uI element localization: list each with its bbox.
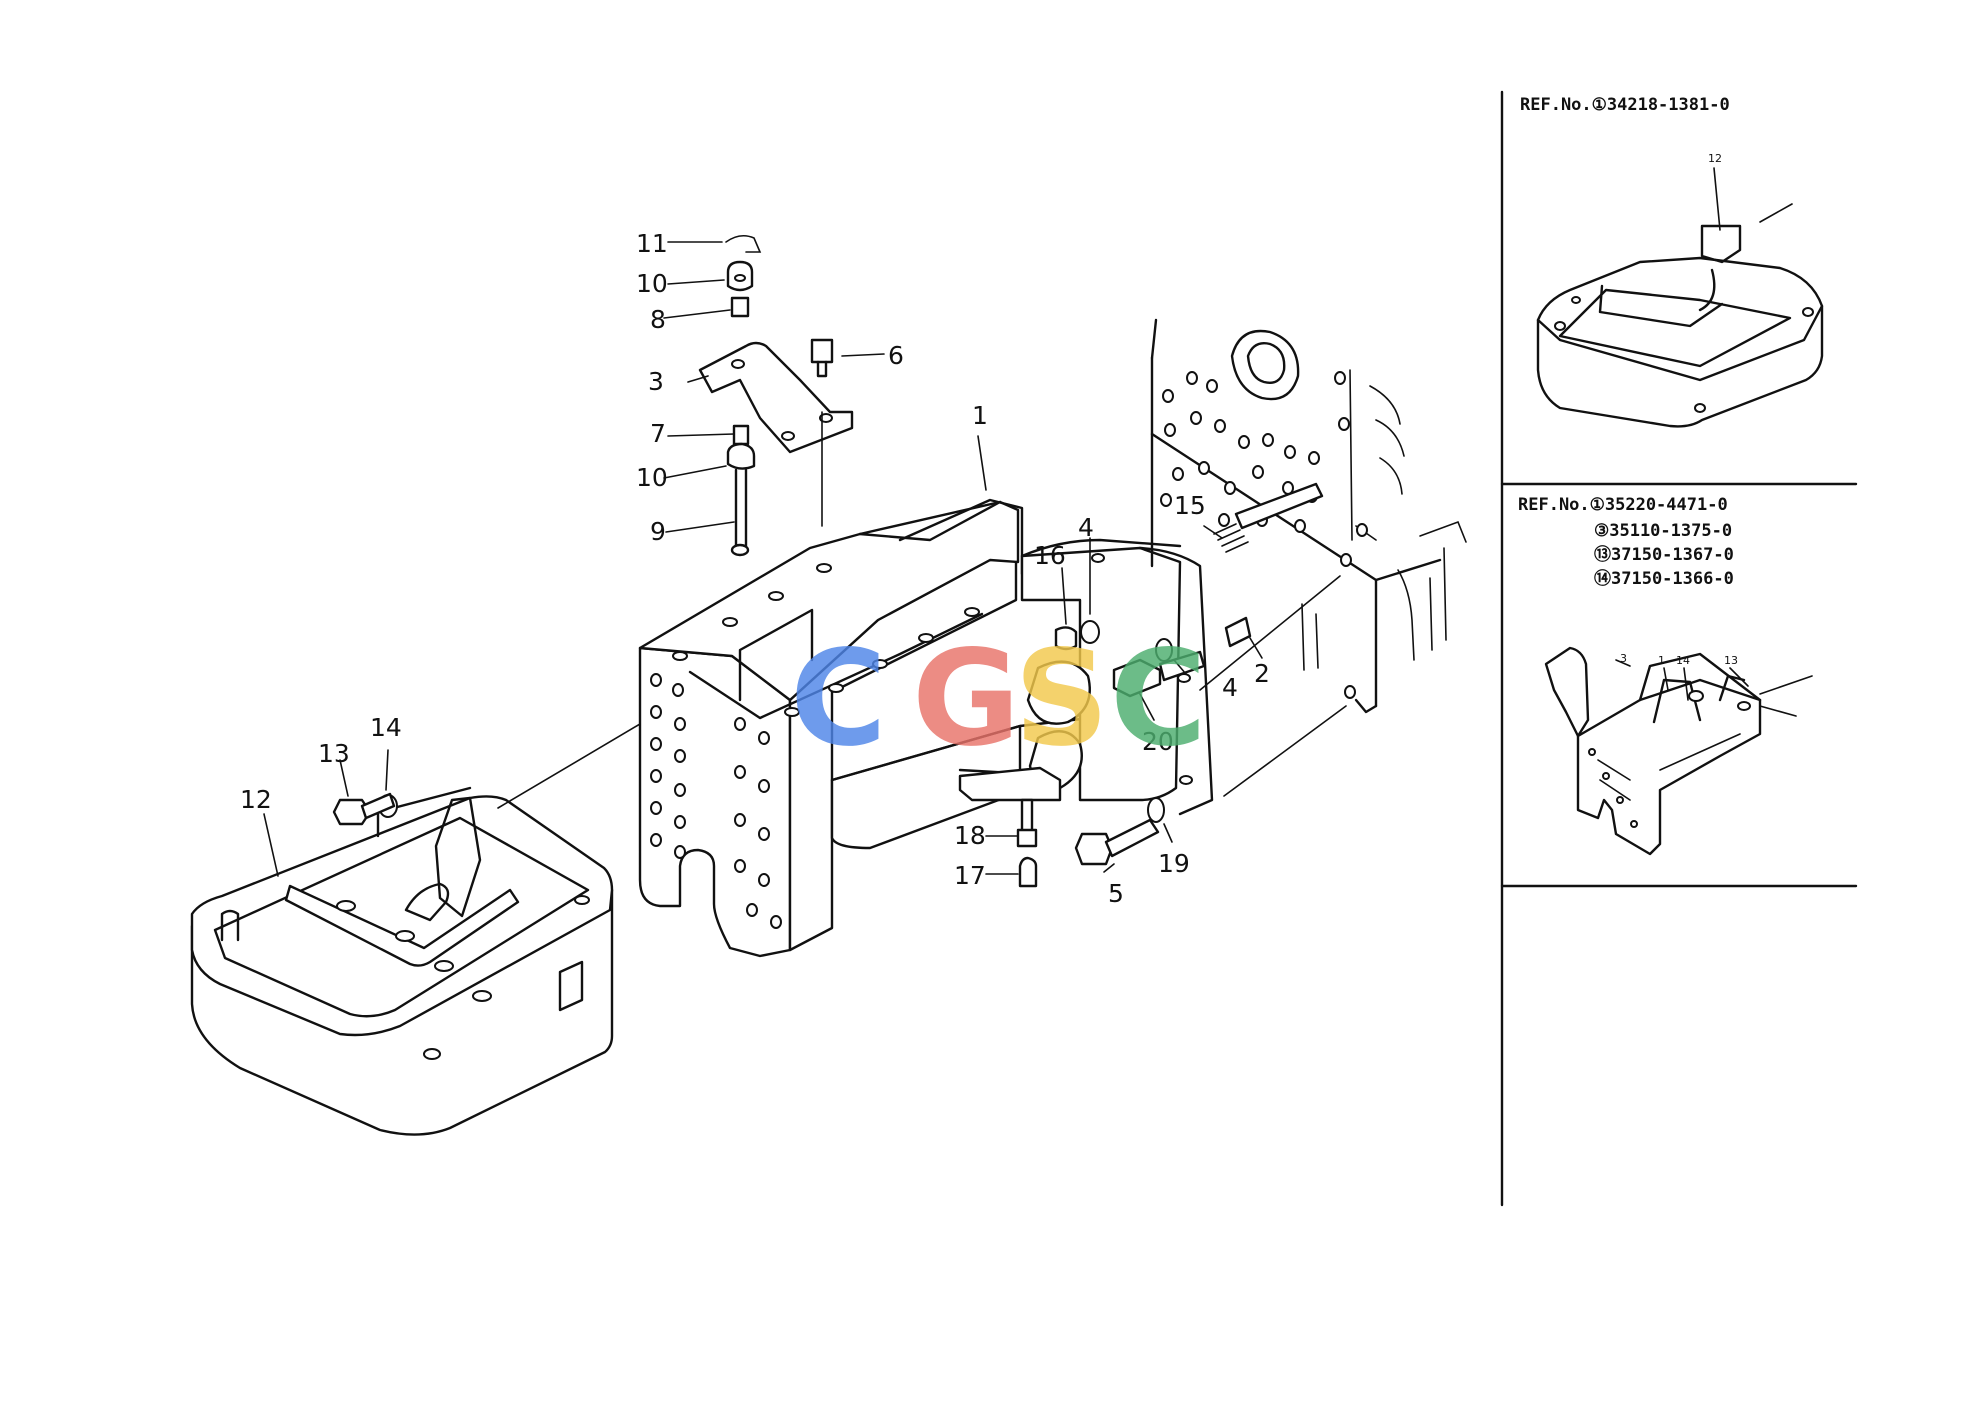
ref-panel-1-callout: 12 <box>1708 152 1722 165</box>
bolt-part-6 <box>810 338 834 364</box>
ref-panel-2: REF.No.①35220-4471-0 ③35110-1375-0 ⑬3715… <box>1518 495 1813 856</box>
callout-18: 18 <box>954 821 986 850</box>
leader-lines <box>263 241 1347 877</box>
callout-labels: 1 2 3 4 4 5 6 7 8 9 10 10 11 12 13 14 15… <box>240 229 1270 908</box>
callout-10-top: 10 <box>636 269 668 298</box>
ref-panel-2-callout-13: 13 <box>1724 654 1738 667</box>
bolt-part-9 <box>734 468 748 550</box>
callout-4-upper: 4 <box>1078 513 1094 542</box>
small-parts <box>332 482 1324 888</box>
grease-fitting-part-17 <box>1018 856 1038 888</box>
ref-panel-2-line-1: REF.No.①35220-4471-0 <box>1518 495 1728 515</box>
pin-part-11 <box>725 234 762 253</box>
washer-part-4-lower <box>1155 638 1173 662</box>
side-plate-holes <box>650 673 782 929</box>
collar-part-8 <box>730 296 750 318</box>
callout-13: 13 <box>318 739 350 768</box>
callout-12: 12 <box>240 785 272 814</box>
callout-16: 16 <box>1034 541 1066 570</box>
callout-7: 7 <box>650 419 666 448</box>
callout-10-bottom: 10 <box>636 463 668 492</box>
callout-2: 2 <box>1254 659 1270 688</box>
bolt-part-20 <box>1112 658 1162 698</box>
upper-bracket-part-3 <box>698 234 854 557</box>
top-holes <box>672 563 980 717</box>
ref-panel-1-number: REF.No.①34218-1381-0 <box>1520 95 1730 115</box>
ref-panel-2-callout-3: 3 <box>1620 652 1627 665</box>
bushing-part-2 <box>1224 616 1252 648</box>
callout-4-lower: 4 <box>1222 673 1238 702</box>
transmission-case <box>1150 318 1467 714</box>
callout-3: 3 <box>648 367 664 396</box>
callout-9: 9 <box>650 517 666 546</box>
watermark-letter-c2: C <box>1110 622 1207 776</box>
bolt-part-5 <box>1074 832 1114 866</box>
callout-6: 6 <box>888 341 904 370</box>
washer-part-4-upper <box>1080 620 1100 644</box>
nut-part-16 <box>1054 626 1078 651</box>
callout-17: 17 <box>954 861 986 890</box>
watermark-letter-s: S <box>1014 622 1109 776</box>
callout-11: 11 <box>636 229 668 258</box>
nut-part-10-bottom <box>726 442 756 470</box>
ref-panel-2-callout-1: 1 <box>1658 654 1665 667</box>
collar-part-7 <box>732 424 750 446</box>
callout-8: 8 <box>650 305 666 334</box>
watermark-letter-c1: C <box>790 622 887 776</box>
watermark-letter-g: G <box>912 622 1020 776</box>
grease-fitting-part-18 <box>1020 798 1034 834</box>
front-bracket-part-1 <box>638 498 1214 958</box>
ref-panel-1: REF.No.①34218-1381-0 12 <box>1520 95 1824 428</box>
case-holes <box>1160 371 1368 699</box>
counterweight-part-12 <box>190 786 614 1136</box>
callout-1: 1 <box>972 401 988 430</box>
cgsc-watermark: C G S C <box>790 622 1207 776</box>
washer-part-19 <box>1147 797 1165 823</box>
ref-panel-2-line-3: ⑬37150-1367-0 <box>1594 544 1734 565</box>
reference-panel-frame <box>1500 90 1858 1207</box>
callout-19: 19 <box>1158 849 1190 878</box>
ref-panel-2-line-2: ③35110-1375-0 <box>1594 521 1732 541</box>
stud-part-15 <box>1234 482 1324 530</box>
callout-20: 20 <box>1142 727 1174 756</box>
callout-14: 14 <box>370 713 402 742</box>
callout-5: 5 <box>1108 879 1124 908</box>
callout-15: 15 <box>1174 491 1206 520</box>
ref-panel-2-line-4: ⑭37150-1366-0 <box>1594 568 1734 589</box>
